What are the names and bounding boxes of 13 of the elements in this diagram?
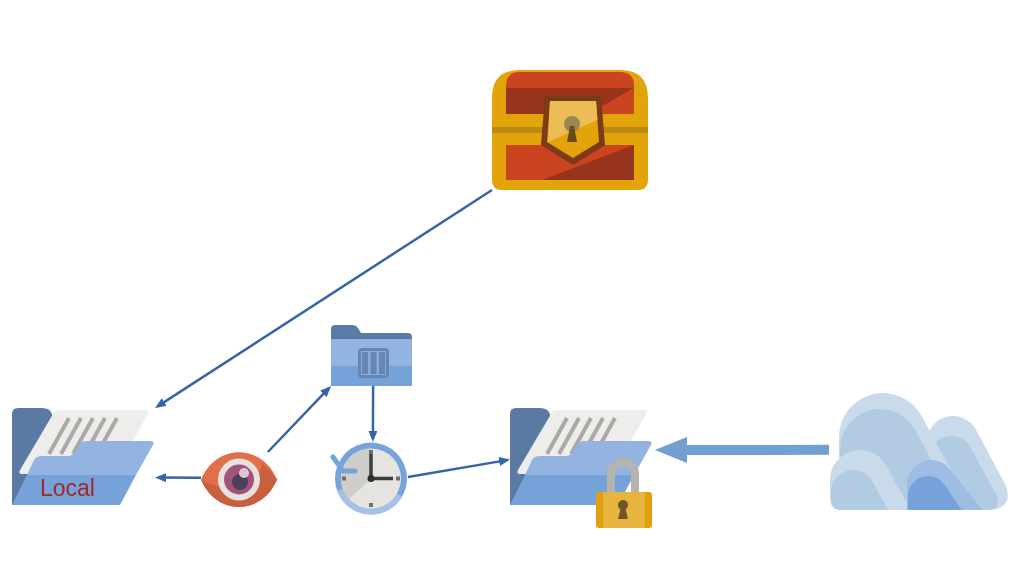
arrow <box>155 473 201 483</box>
arrow <box>655 436 829 463</box>
treasure-chest-icon <box>492 70 648 190</box>
arrow <box>155 188 493 408</box>
arrow <box>368 386 378 442</box>
arrow <box>407 457 510 479</box>
locked-folder-icon <box>510 408 655 528</box>
cloud-icon <box>829 392 1010 510</box>
folder-label: Local <box>40 477 95 500</box>
archive-folder-icon <box>331 325 412 386</box>
arrow <box>266 386 331 453</box>
eye-icon <box>201 452 277 507</box>
clock-icon <box>330 442 408 515</box>
